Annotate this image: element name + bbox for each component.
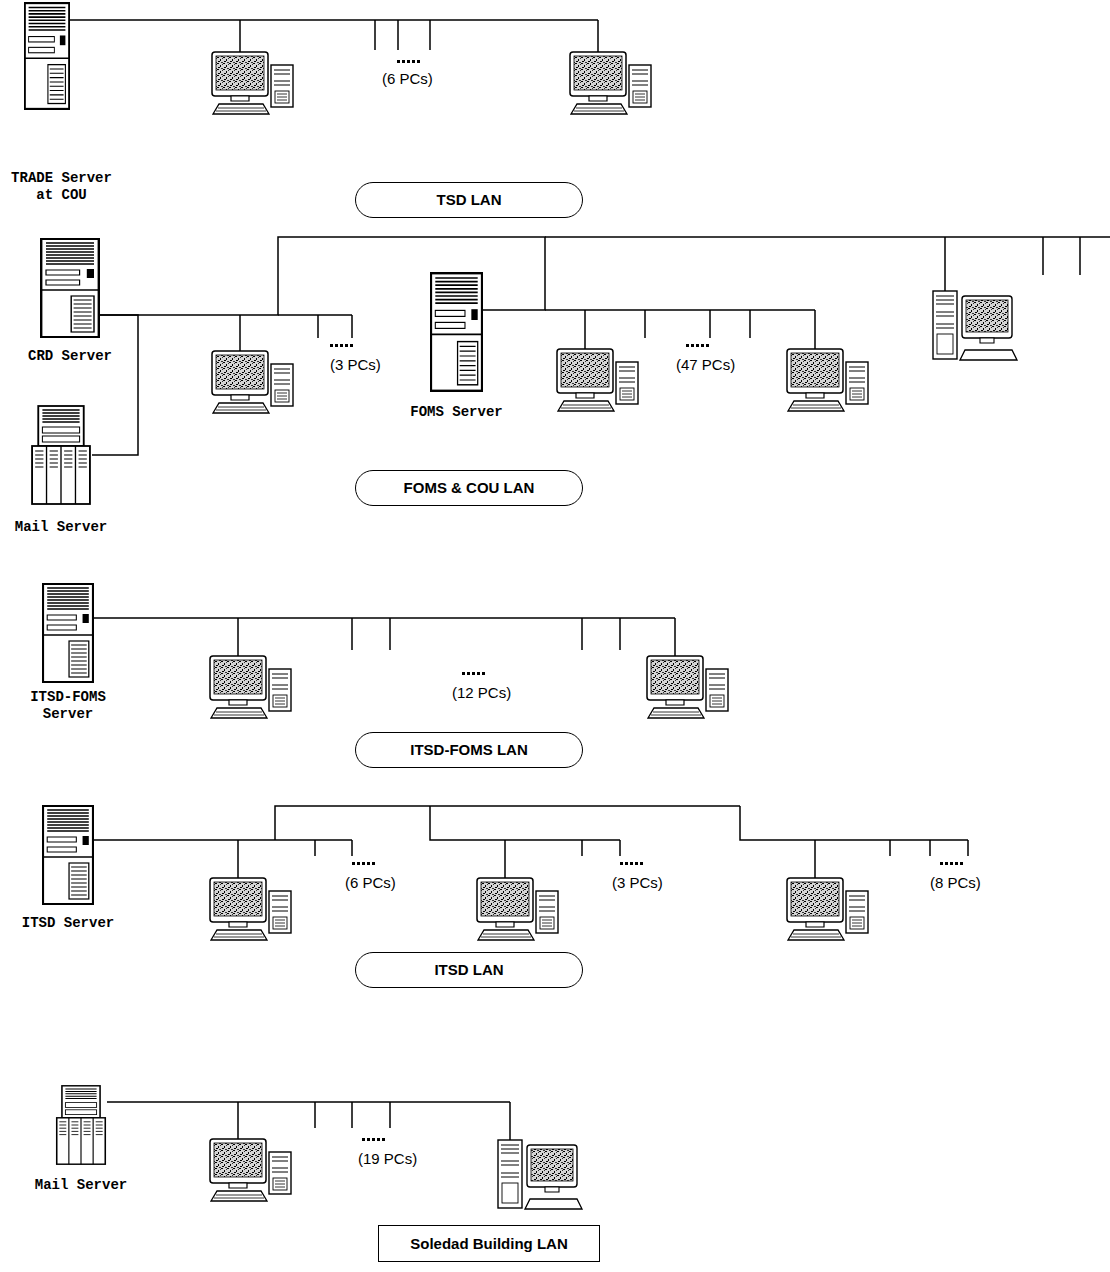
lan-bus: [545, 237, 1110, 349]
pc-count: (47 PCs): [676, 356, 735, 374]
pc-count: (3 PCs): [330, 356, 381, 374]
lan-name-box: ITSD-FOMS LAN: [355, 732, 583, 768]
server-label: ITSD-FOMS Server: [21, 689, 116, 723]
pc-count: (3 PCs): [612, 874, 663, 892]
server-icon: [24, 2, 70, 110]
server-node: ITSD-FOMS Server: [42, 583, 94, 683]
ellipsis-dots: [462, 672, 485, 675]
lan-name-box: ITSD LAN: [355, 952, 583, 988]
lan-bus: [94, 806, 968, 878]
pc-icon: [477, 878, 558, 940]
pc-count: (6 PCs): [382, 70, 433, 88]
lan-name-box: TSD LAN: [355, 182, 583, 218]
pc-icon: [570, 52, 651, 114]
server-label: Mail Server: [15, 519, 107, 536]
lan-name: FOMS & COU LAN: [404, 479, 535, 497]
server-node: CRD Server: [40, 238, 100, 338]
mail-server-icon: [30, 405, 92, 505]
mail-server-icon: [55, 1085, 107, 1165]
server-node: FOMS Server: [430, 272, 483, 392]
ellipsis-dots: [397, 60, 420, 63]
pc-count: (6 PCs): [345, 874, 396, 892]
pc-icon: [210, 656, 291, 718]
ellipsis-dots: [330, 344, 353, 347]
server-icon: [42, 805, 94, 905]
pc-icon: [787, 878, 868, 940]
lan-bus: [240, 315, 352, 351]
pc-icon: [647, 656, 728, 718]
lan-bus: [107, 1102, 510, 1140]
lan-name: ITSD-FOMS LAN: [410, 741, 528, 759]
server-label: CRD Server: [28, 348, 112, 365]
server-icon: [40, 238, 100, 338]
pc-count: (8 PCs): [930, 874, 981, 892]
pc-icon: [210, 878, 291, 940]
server-label: ITSD Server: [22, 915, 114, 932]
pc-icon: [557, 349, 638, 411]
server-label: FOMS Server: [410, 404, 502, 421]
ellipsis-dots: [940, 862, 963, 865]
pc-count: (19 PCs): [358, 1150, 417, 1168]
workstation-icon: [498, 1140, 582, 1209]
server-label: TRADE Server at COU: [4, 170, 119, 204]
pc-count: (12 PCs): [452, 684, 511, 702]
server-node: Mail Server: [55, 1085, 107, 1165]
server-node: TRADE Server at COU: [24, 2, 70, 110]
server-icon: [42, 583, 94, 683]
ellipsis-dots: [362, 1138, 385, 1141]
lan-bus: [94, 618, 675, 656]
lan-name: Soledad Building LAN: [410, 1235, 568, 1253]
server-icon: [430, 272, 483, 392]
lan-name-box: Soledad Building LAN: [378, 1225, 600, 1262]
ellipsis-dots: [620, 862, 643, 865]
server-node: ITSD Server: [42, 805, 94, 905]
pc-icon: [210, 1139, 291, 1201]
lan-name: TSD LAN: [437, 191, 502, 209]
lan-name: ITSD LAN: [434, 961, 503, 979]
lan-name-box: FOMS & COU LAN: [355, 470, 583, 506]
pc-icon: [212, 52, 293, 114]
server-node: Mail Server: [30, 405, 92, 505]
ellipsis-dots: [352, 862, 375, 865]
lan-bus: [70, 20, 598, 52]
server-label: Mail Server: [35, 1177, 127, 1194]
ellipsis-dots: [686, 344, 709, 347]
workstation-icon: [933, 291, 1017, 360]
pc-icon: [787, 349, 868, 411]
pc-icon: [212, 351, 293, 413]
